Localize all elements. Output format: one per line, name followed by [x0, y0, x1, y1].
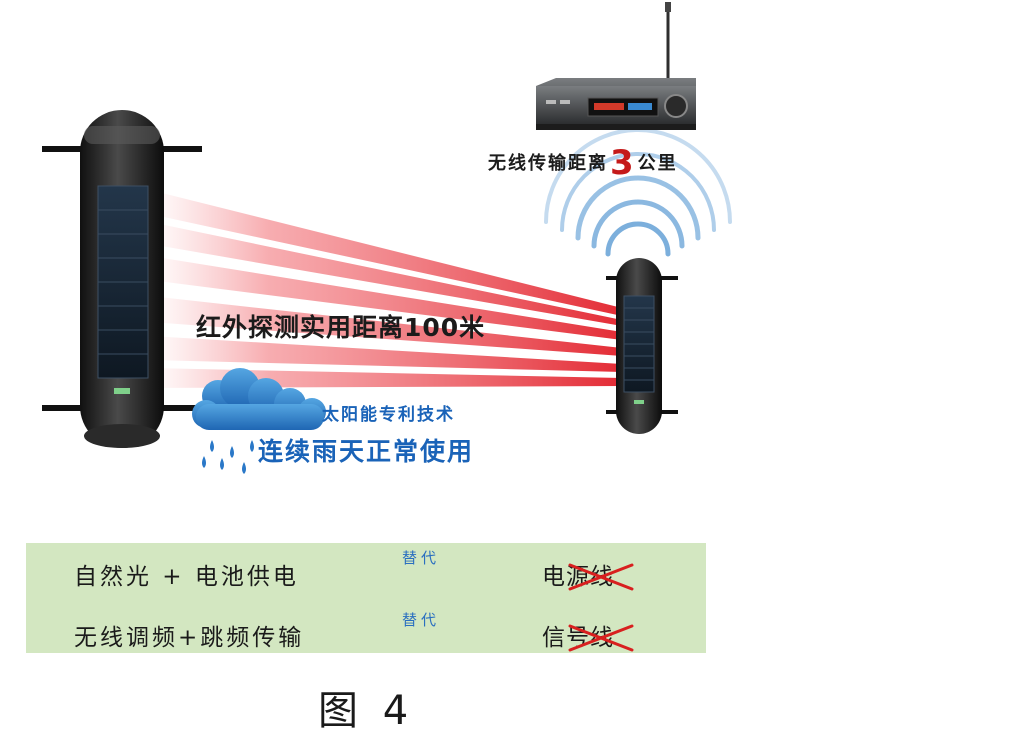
replaced-power-cable: 电源线	[542, 557, 614, 591]
substitute-label-1: 替代	[402, 549, 441, 567]
rain-cloud-icon	[192, 368, 326, 474]
substitute-label-2: 替代	[402, 611, 441, 629]
replaced-signal-cable: 信号线	[542, 618, 614, 652]
rain-use-label: 连续雨天正常使用	[258, 437, 475, 466]
alarm-host-icon	[536, 2, 696, 130]
wireless-signal-icon	[544, 128, 732, 257]
infrared-beams	[150, 190, 622, 388]
figure-caption: 图 4	[318, 688, 415, 734]
wireless-distance-number: 3	[610, 143, 636, 183]
comparison-panel: 自然光 + 电池供电 替代 电源线 无线调频+跳频传输 替代 信号线	[26, 543, 706, 653]
infrared-transmitter-icon	[42, 110, 202, 448]
solar-patent-label: 太阳能专利技术	[322, 405, 455, 425]
infrared-range-label: 红外探测实用距离100米	[196, 313, 486, 342]
wireless-suffix: 公里	[637, 153, 678, 174]
wireless-prefix: 无线传输距离	[488, 153, 608, 174]
replaced-power-cable-text: 电源线	[542, 564, 614, 590]
replaced-signal-cable-text: 信号线	[542, 625, 614, 651]
infrared-receiver-icon	[606, 258, 678, 434]
signal-source-text: 无线调频+跳频传输	[74, 625, 305, 651]
power-source-text: 自然光 + 电池供电	[74, 564, 299, 590]
